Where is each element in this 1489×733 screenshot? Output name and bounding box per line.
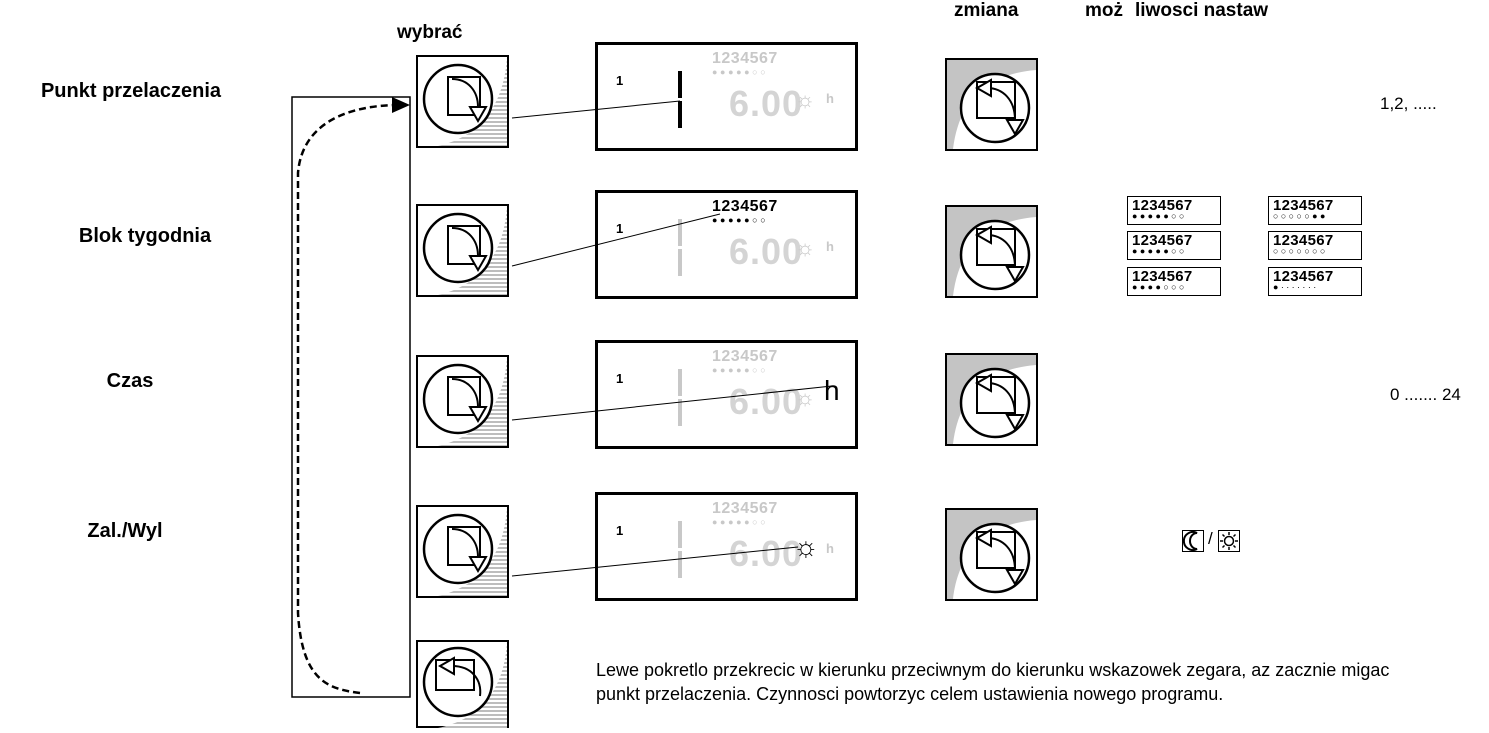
loop-arrow <box>291 96 411 698</box>
lcd-program-number: 1 <box>616 73 624 88</box>
lcd-time: 6.00 <box>729 533 804 574</box>
week-block-option-6[interactable]: 1234567 ●······· <box>1268 267 1362 296</box>
week-block-days: 123456 <box>1132 268 1184 285</box>
knob-arrow-icon <box>422 206 507 295</box>
on-off-separator: / <box>1208 529 1213 548</box>
lcd-day-dots: ●●●●●○○ <box>712 215 769 225</box>
select-knob-1[interactable] <box>416 55 509 148</box>
week-block-option-3[interactable]: 1234567 ●●●●●○○ <box>1127 231 1221 260</box>
week-block-days: 123456 <box>1273 268 1325 285</box>
knob-ccw-arrow-icon <box>947 207 1036 296</box>
lcd-switch-point-bar <box>678 521 684 579</box>
lcd-time: 6.00 <box>729 381 804 422</box>
sun-icon: ☼ <box>793 531 819 562</box>
lcd-hour-unit: h <box>826 541 834 556</box>
week-block-last-day: 7 <box>1324 268 1334 285</box>
header-possible-a: moż <box>1085 0 1123 21</box>
lcd-program-number: 1 <box>616 371 624 386</box>
week-block-last-day: 7 <box>1183 268 1193 285</box>
week-block-dots: ●●●●●○○ <box>1132 246 1187 256</box>
change-knob-1[interactable] <box>945 58 1038 151</box>
select-knob-2[interactable] <box>416 204 509 297</box>
lcd-display-2: 1 1234567 ●●●●●○○ 6.00 ☼ h <box>595 190 858 299</box>
sun-icon: ☼ <box>795 87 816 112</box>
lcd-hour-unit: h <box>826 91 834 106</box>
moon-icon <box>1182 530 1204 552</box>
lcd-days: 1234567 <box>712 198 778 215</box>
lcd-hour-unit: h <box>826 239 834 254</box>
change-knob-4[interactable] <box>945 508 1038 601</box>
lcd-program-number: 1 <box>616 221 624 236</box>
lcd-time: 6.00 <box>729 231 804 272</box>
week-block-dots: ●······· <box>1273 282 1319 292</box>
week-block-dots: ●●●●○○○ <box>1132 282 1187 292</box>
week-block-days: 123456 <box>1132 232 1184 249</box>
time-range-values: 0 ....... 24 <box>1390 385 1461 404</box>
sun-option-icon <box>1218 530 1240 552</box>
lcd-days: 1234567 <box>712 348 778 365</box>
week-block-last-day: 7 <box>1324 197 1334 214</box>
select-knob-3[interactable] <box>416 355 509 448</box>
lcd-hour-unit: h <box>824 375 840 406</box>
week-block-last-day: 7 <box>1183 232 1193 249</box>
week-block-option-1[interactable]: 1234567 ●●●●●○○ <box>1127 196 1221 225</box>
lcd-time: 6.00 <box>729 83 804 124</box>
week-block-option-4[interactable]: 1234567 ○○○○○○○ <box>1268 231 1362 260</box>
lcd-days: 1234567 <box>712 500 778 517</box>
switch-point-values: 1,2, ..... <box>1380 94 1437 113</box>
week-block-dots: ●●●●●○○ <box>1132 211 1187 221</box>
row-label-week-block: Blok tygodnia <box>78 225 212 247</box>
week-block-days: 123456 <box>1273 232 1325 249</box>
lcd-day-dots: ●●●●●○○ <box>712 365 769 375</box>
lcd-display-1: 1 1234567 ●●●●●○○ 6.00 ☼ h <box>595 42 858 151</box>
week-block-days: 123456 <box>1273 197 1325 214</box>
lcd-days: 1234567 <box>712 50 778 67</box>
change-knob-2[interactable] <box>945 205 1038 298</box>
header-change: zmiana <box>954 0 1019 21</box>
lcd-switch-point-bar <box>678 219 684 277</box>
sun-icon: ☼ <box>795 235 816 260</box>
row-label-time: Czas <box>106 370 154 392</box>
week-block-last-day: 7 <box>1324 232 1334 249</box>
lcd-day-dots: ●●●●●○○ <box>712 517 769 527</box>
row-label-switch-point: Punkt przelaczenia <box>40 80 222 102</box>
knob-arrow-icon <box>422 357 507 446</box>
week-block-last-day: 7 <box>1183 197 1193 214</box>
knob-ccw-arrow-icon <box>947 60 1036 149</box>
week-block-option-2[interactable]: 1234567 ○○○○○●● <box>1268 196 1362 225</box>
instruction-text: Lewe pokretlo przekrecic w kierunku prze… <box>596 660 1390 704</box>
lcd-program-number: 1 <box>616 523 624 538</box>
week-block-dots: ○○○○○●● <box>1273 211 1328 221</box>
lcd-display-3: 1 1234567 ●●●●●○○ 6.00 ☼ h <box>595 340 858 449</box>
header-select: wybrać <box>397 22 463 43</box>
sun-icon: ☼ <box>795 385 816 410</box>
row-label-on-off: Zal./Wyl <box>87 520 163 542</box>
change-knob-3[interactable] <box>945 353 1038 446</box>
lcd-display-4: 1 1234567 ●●●●●○○ 6.00 ☼ h <box>595 492 858 601</box>
lcd-switch-point-bar <box>678 71 684 129</box>
lcd-switch-point-bar <box>678 369 684 427</box>
week-block-dots: ○○○○○○○ <box>1273 246 1328 256</box>
week-block-days: 123456 <box>1132 197 1184 214</box>
header-possible-b: liwosci nastaw <box>1135 0 1269 21</box>
knob-ccw-arrow-icon <box>947 510 1036 599</box>
reset-knob[interactable] <box>416 640 509 728</box>
knob-ccw-arrow-icon <box>947 355 1036 444</box>
select-knob-4[interactable] <box>416 505 509 598</box>
week-block-option-5[interactable]: 1234567 ●●●●○○○ <box>1127 267 1221 296</box>
knob-ccw-arrow-icon <box>422 642 507 728</box>
knob-arrow-icon <box>422 57 507 146</box>
lcd-day-dots: ●●●●●○○ <box>712 67 769 77</box>
knob-arrow-icon <box>422 507 507 596</box>
